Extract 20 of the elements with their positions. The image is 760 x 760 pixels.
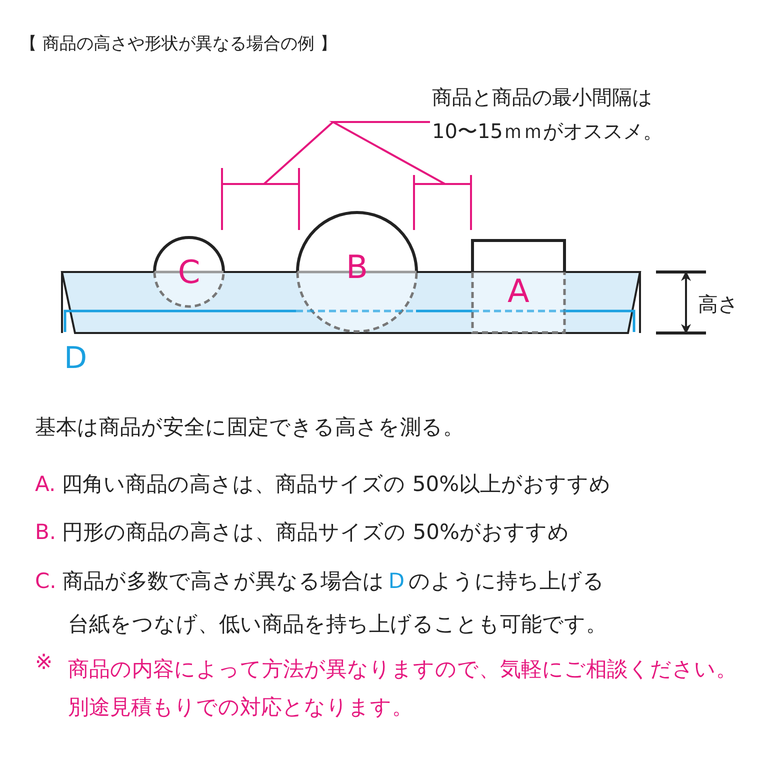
note-marker: ※ <box>35 650 53 674</box>
note-text: 商品と商品の最小間隔は10〜15ｍｍがオススメ。 <box>432 80 670 148</box>
body-text: 基本は商品が安全に固定できる高さを測る。 <box>35 414 464 441</box>
body-text: のように持ち上げる <box>408 569 605 593</box>
height-label: 高さ <box>698 291 738 318</box>
item-marker: C. <box>35 569 56 593</box>
body-text: 円形の商品の高さは、商品サイズの 50%がおすすめ <box>62 520 570 544</box>
body-text: 四角い商品の高さは、商品サイズの 50%以上がおすすめ <box>62 472 612 496</box>
product-letter: A <box>506 274 530 306</box>
product-letter: B <box>345 251 369 283</box>
leader-line <box>329 121 446 185</box>
card-letter: D <box>64 344 88 374</box>
reference-letter: D <box>388 569 405 593</box>
product-letter: C <box>176 256 202 288</box>
item-marker: B. <box>35 520 56 544</box>
body-text: 商品が多数で高さが異なる場合は <box>62 569 384 593</box>
note-text: 商品の内容によって方法が異なりますので、気軽にご相談ください。別途見積もりでの対応となります。 <box>68 656 738 721</box>
body-text: 台紙をつなげ、低い商品を持ち上げることも可能です。 <box>68 611 607 638</box>
title: 【 商品の高さや形状が異なる場合の例 】 <box>20 33 337 55</box>
item-marker: A. <box>35 472 56 496</box>
